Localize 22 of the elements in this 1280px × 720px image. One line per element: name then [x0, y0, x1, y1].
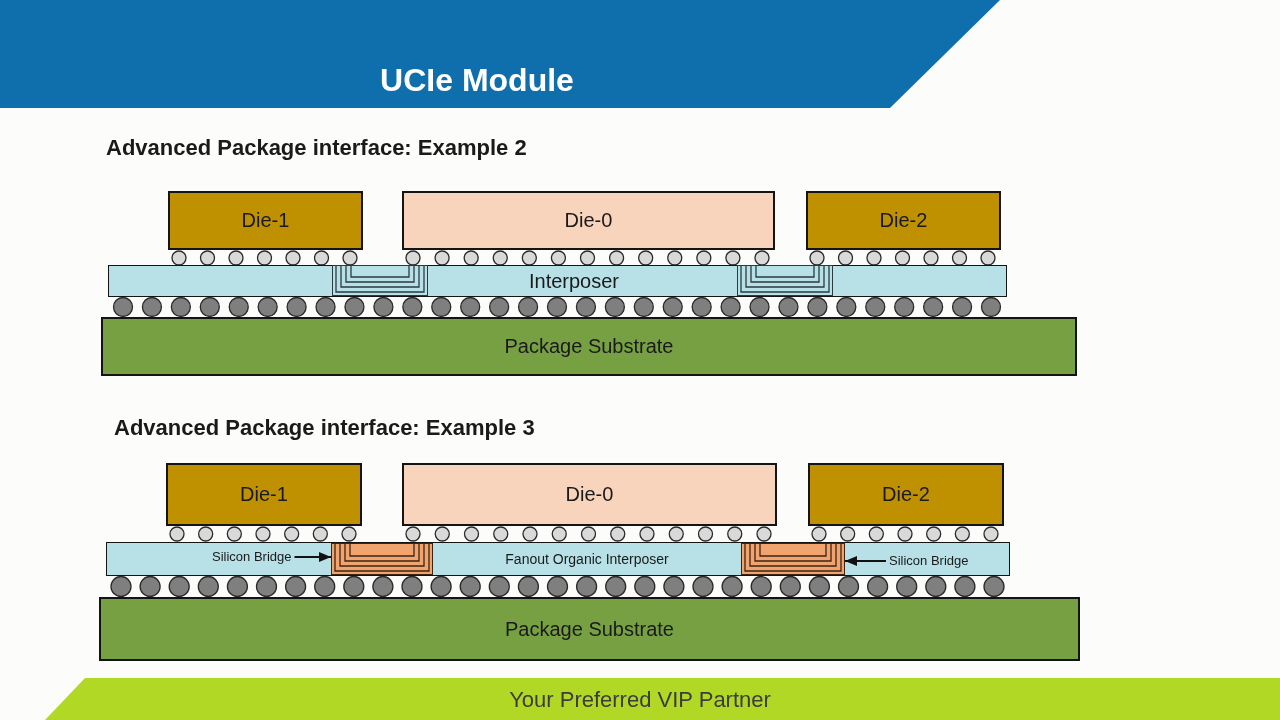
- die-block: Die-0: [402, 463, 777, 526]
- section-heading: Advanced Package interface: Example 3: [114, 415, 535, 441]
- footer-tagline: Your Preferred VIP Partner: [509, 687, 771, 713]
- interposer-layer: [108, 265, 1007, 297]
- interposer-label: Fanout Organic Interposer: [505, 551, 669, 567]
- silicon-bridge: [741, 543, 845, 575]
- die-block: Die-2: [806, 191, 1001, 250]
- die-block: Die-1: [166, 463, 362, 526]
- die-block: Die-1: [168, 191, 363, 250]
- leader-arrow: [293, 552, 332, 562]
- die-block: Die-0: [402, 191, 775, 250]
- slide-title: UCIe Module: [380, 61, 574, 99]
- interposer-layer: [106, 542, 1010, 576]
- silicon-bridge: [331, 543, 433, 575]
- package-substrate: Package Substrate: [99, 597, 1080, 661]
- bridge-label: Silicon Bridge: [212, 549, 292, 565]
- die-block: Die-2: [808, 463, 1004, 526]
- interposer-label: Interposer: [528, 269, 620, 293]
- bridge-label: Silicon Bridge: [889, 553, 969, 569]
- leader-arrow: [844, 556, 887, 566]
- section-heading: Advanced Package interface: Example 2: [106, 135, 527, 161]
- package-substrate: Package Substrate: [101, 317, 1077, 376]
